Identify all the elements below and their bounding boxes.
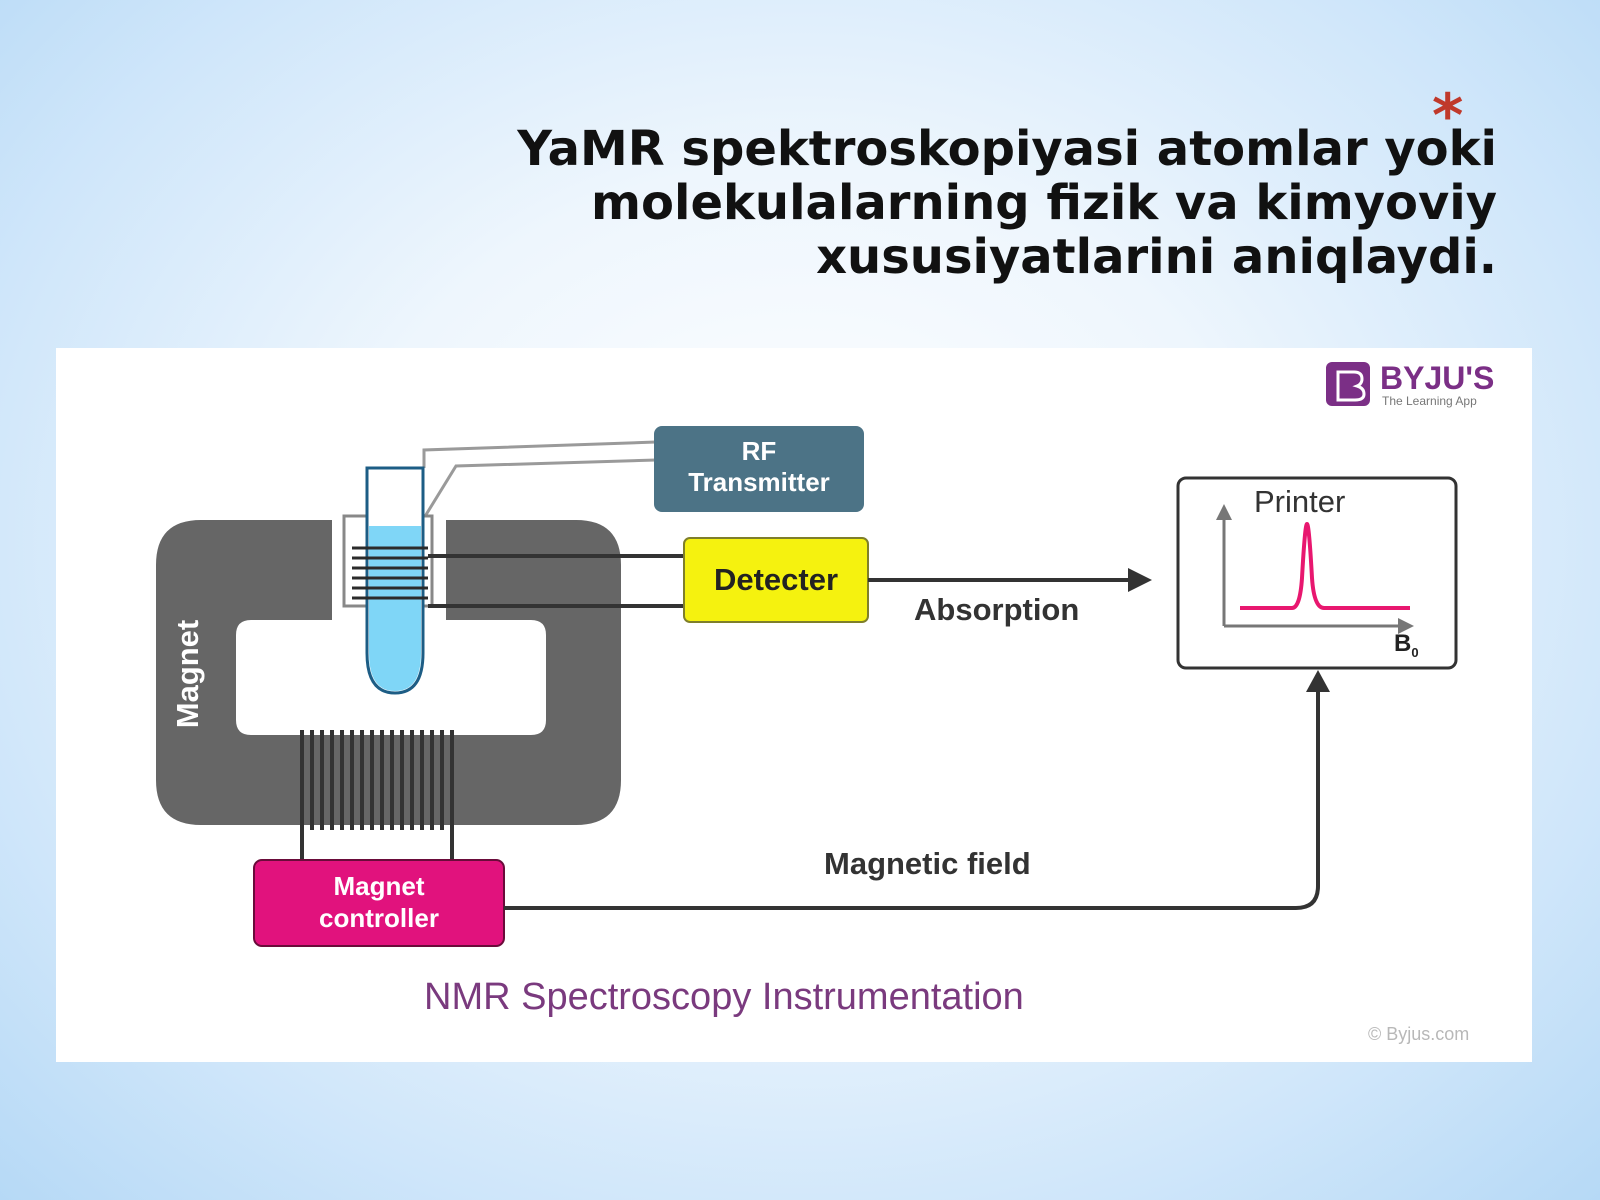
nmr-diagram-graphic <box>156 362 1458 947</box>
plot-y-arrowhead <box>1216 504 1232 520</box>
b0-label: B0 <box>1394 630 1419 660</box>
detector-label: Detecter <box>713 562 839 597</box>
rf-coil <box>352 546 428 600</box>
title-line-3: xususiyatlarini aniqlaydi. <box>816 229 1497 285</box>
rf-transmitter-box <box>654 426 864 512</box>
magnetic-field-arrowhead <box>1306 670 1330 692</box>
b0-base: B <box>1394 630 1412 657</box>
printer-box <box>1176 476 1458 670</box>
byjus-logo-b <box>1336 370 1366 402</box>
printer-label: Printer <box>1254 484 1346 519</box>
controller-label-line-2: controller <box>319 903 439 933</box>
b0-subscript: 0 <box>1411 644 1419 660</box>
absorption-arrowhead <box>1128 568 1152 592</box>
absorption-label: Absorption <box>914 592 1080 627</box>
bullet-asterisk: * <box>1432 81 1464 151</box>
diagram-caption: NMR Spectroscopy Instrumentation <box>424 976 1024 1018</box>
byjus-logo-text: BYJU'S <box>1380 360 1495 396</box>
plot-x-arrowhead <box>1398 618 1414 634</box>
controller-label-line-1: Magnet <box>333 871 425 901</box>
rf-label-line-1: RF <box>741 436 777 466</box>
byjus-logo-tagline: The Learning App <box>1382 394 1477 408</box>
magnet-coil <box>300 730 454 830</box>
rf-wire-2 <box>422 458 657 519</box>
magnetic-field-line <box>504 690 1320 910</box>
nmr-diagram: RF Transmitter Detecter Absorption Print… <box>56 348 1532 1062</box>
magnet-label: Magnet <box>170 619 205 729</box>
rf-wire-1 <box>422 440 657 468</box>
sample-liquid <box>369 526 421 691</box>
magnetic-field-label: Magnetic field <box>824 846 1031 881</box>
magnet-core <box>156 520 621 825</box>
magnet-controller-box <box>253 859 505 947</box>
copyright-watermark: © Byjus.com <box>1368 1024 1470 1044</box>
magnet-controller-label: Magnet controller <box>254 870 504 934</box>
rf-label-line-2: Transmitter <box>688 467 830 497</box>
title-line-1: YaMR spektroskopiyasi atomlar yoki <box>517 121 1497 177</box>
nmr-peak-curve <box>1240 521 1410 610</box>
title-line-2: molekulalarning fizik va kimyoviy <box>591 175 1497 231</box>
rf-transmitter-label: RF Transmitter <box>654 436 864 498</box>
slide-title: YaMR spektroskopiyasi atomlar yoki molek… <box>397 122 1497 284</box>
